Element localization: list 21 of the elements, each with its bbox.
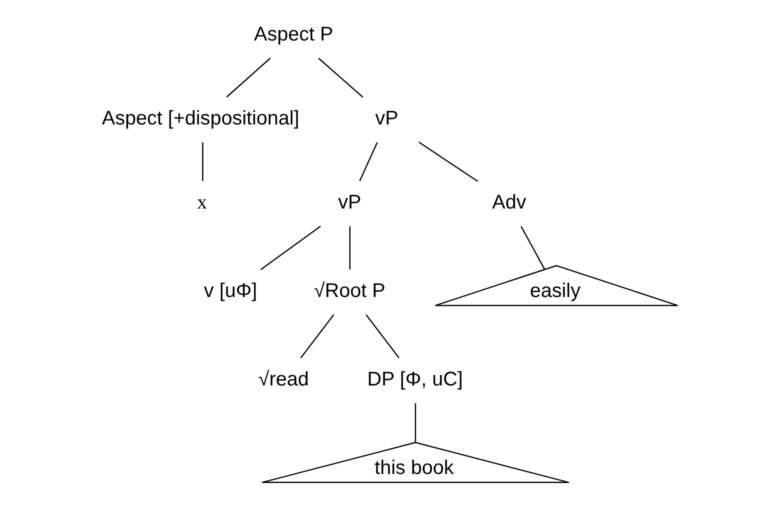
node-text: √read [258,368,308,390]
connector [365,314,399,358]
node-text: Aspect P [254,23,333,46]
node-text: √Root P [314,280,385,302]
connector [226,58,270,98]
node-text: DP [Φ, uC] [366,368,462,390]
connector [418,142,478,182]
connector [318,58,363,98]
connector [358,142,378,182]
connector [202,142,203,181]
node-text: Adv [492,191,526,214]
connector [300,314,334,358]
node-text: v [uΦ] [203,280,257,302]
node-text: vP [338,191,361,214]
connector [348,226,350,270]
node-text: vP [374,107,398,130]
connector [414,403,416,442]
node-text: x [196,191,207,214]
node-text: Aspect [+dispositional] [101,107,299,130]
connector [520,226,545,270]
connector [260,226,320,270]
